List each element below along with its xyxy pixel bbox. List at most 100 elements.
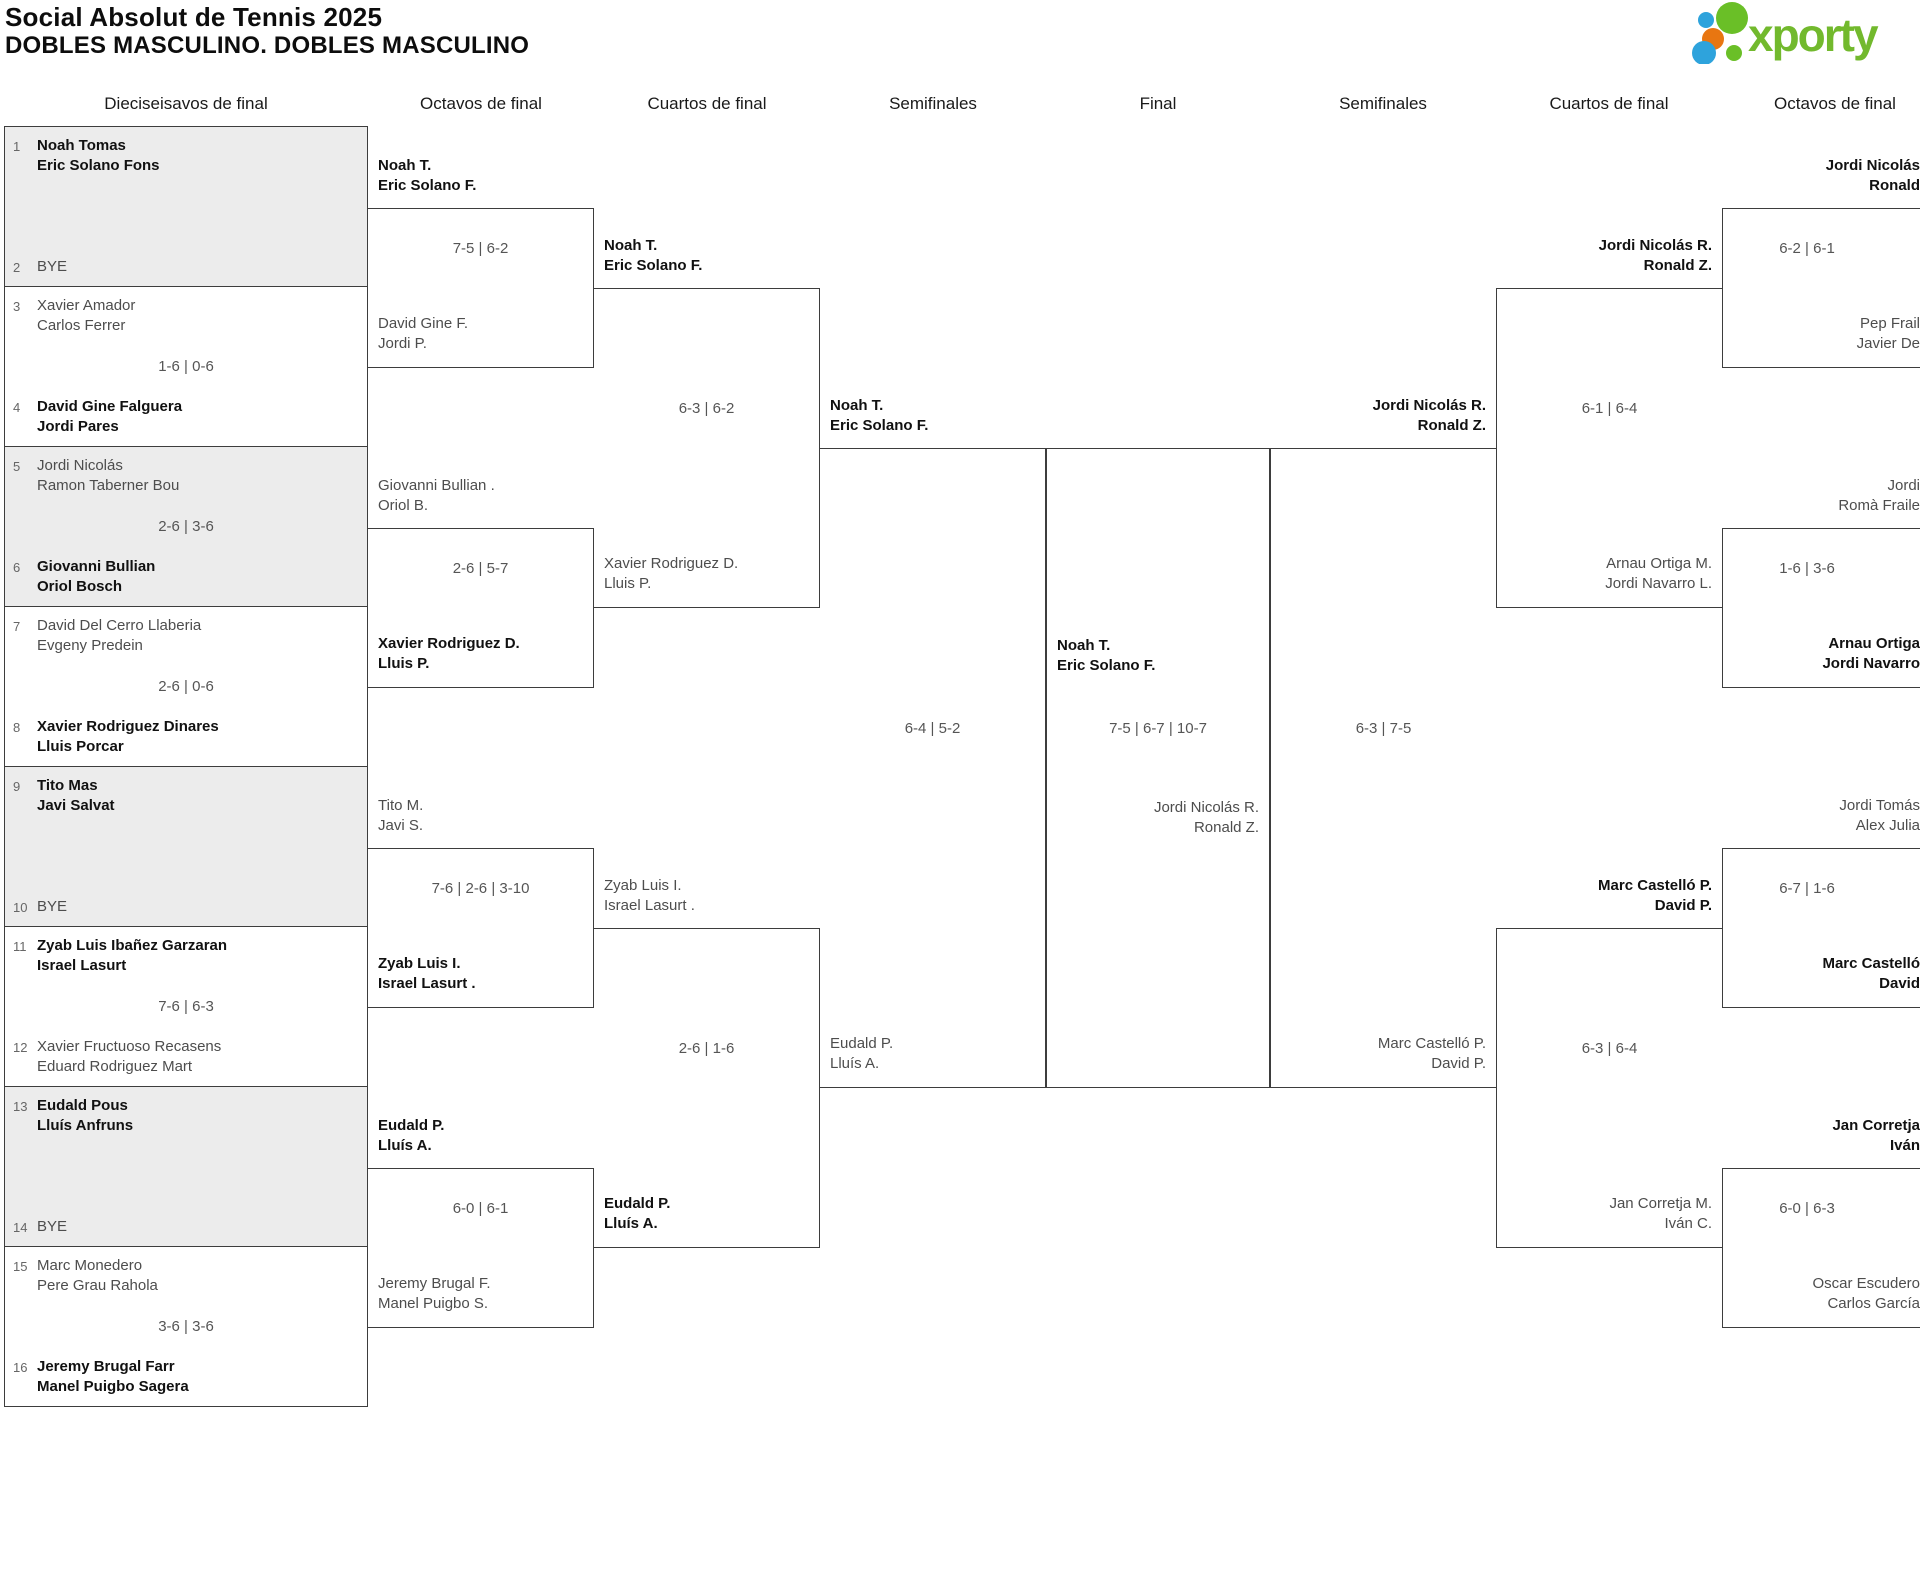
team-label: Marc Castelló P. David P.: [1598, 877, 1712, 914]
team-label: Xavier Rodriguez D. Lluis P.: [604, 555, 739, 592]
seed-number: 10: [13, 900, 28, 915]
round-header-octavos-right: Octavos de final: [1774, 94, 1896, 113]
match-score: 7-6 | 2-6 | 3-10: [431, 880, 530, 897]
seed-number: 7: [13, 619, 21, 634]
team-label: Jordi Nicolás Ronald: [1825, 157, 1920, 194]
team-label: Tito M. Javi S.: [378, 797, 424, 834]
match-octavos-left-3: Tito M. Javi S. 7-6 | 2-6 | 3-10 Zyab Lu…: [368, 797, 594, 1008]
team-name: BYE: [37, 258, 68, 275]
match-score: 2-6 | 0-6: [158, 677, 214, 695]
match-score: 6-0 | 6-1: [452, 1200, 509, 1217]
match-octavos-right-3: Jordi Tomás Alex Julia 6-7 | 1-6 Marc Ca…: [1722, 797, 1920, 1008]
team-name: Marc Monedero Pere Grau Rahola: [37, 1257, 158, 1294]
match-octavos-left-4: Eudald P. Lluís A. 6-0 | 6-1 Jeremy Brug…: [368, 1117, 594, 1328]
match-score: 3-6 | 3-6: [158, 1317, 214, 1335]
match-r16-2: 3 Xavier Amador Carlos Ferrer 1-6 | 0-6 …: [4, 286, 368, 447]
team-row: 7 David Del Cerro Llaberia Evgeny Predei…: [13, 616, 361, 656]
match-score: 6-7 | 1-6: [1779, 880, 1835, 897]
seed-number: 14: [13, 1220, 28, 1235]
seed-number: 3: [13, 299, 21, 314]
team-label: Noah T. Eric Solano F.: [378, 157, 477, 194]
logo-dot-green-small: [1726, 45, 1742, 61]
team-name: Noah Tomas Eric Solano Fons: [37, 137, 160, 174]
round-header-octavos-left: Octavos de final: [420, 94, 542, 113]
team-label: Noah T. Eric Solano F.: [830, 397, 929, 434]
match-cuartos-right-2: Marc Castelló P. David P. 6-3 | 6-4 Jan …: [1496, 877, 1722, 1248]
team-row: 5 Jordi Nicolás Ramon Taberner Bou: [13, 456, 361, 496]
team-label: Jan Corretja Iván: [1832, 1117, 1920, 1154]
match-r16-1: 1 Noah Tomas Eric Solano Fons 2 BYE: [4, 126, 368, 287]
match-score: 1-6 | 0-6: [158, 357, 214, 375]
seed-number: 4: [13, 400, 21, 415]
page-title: Social Absolut de Tennis 2025: [5, 2, 383, 32]
final-runner-up-label: Jordi Nicolás R. Ronald Z.: [1153, 799, 1259, 836]
team-row: 14 BYE: [13, 1217, 361, 1237]
team-label: David Gine F. Jordi P.: [378, 315, 469, 352]
team-row: 10 BYE: [13, 897, 361, 917]
team-label: Eudald P. Lluís A.: [830, 1035, 894, 1072]
logo-wordmark: xporty: [1748, 9, 1879, 61]
team-name: Xavier Amador Carlos Ferrer: [37, 297, 136, 334]
team-label: Jordi Nicolás R. Ronald Z.: [1372, 397, 1486, 434]
team-label: Jan Corretja M. Iván C.: [1609, 1195, 1712, 1232]
match-r16-8: 15 Marc Monedero Pere Grau Rahola 3-6 | …: [4, 1246, 368, 1407]
seed-number: 5: [13, 459, 21, 474]
team-name: Eudald Pous Lluís Anfruns: [37, 1097, 134, 1134]
team-name: Xavier Rodriguez Dinares Lluis Porcar: [37, 718, 219, 755]
round-header-final: Final: [1139, 94, 1177, 113]
match-score: 6-3 | 6-2: [678, 400, 735, 417]
round-header-cuartos-left: Cuartos de final: [647, 94, 767, 113]
match-score: 6-4 | 5-2: [904, 720, 961, 737]
team-row: 3 Xavier Amador Carlos Ferrer: [13, 296, 361, 336]
team-name: David Gine Falguera Jordi Pares: [37, 398, 183, 435]
team-label: Arnau Ortiga M. Jordi Navarro L.: [1605, 555, 1712, 592]
team-name: Zyab Luis Ibañez Garzaran Israel Lasurt: [37, 937, 228, 974]
seed-number: 16: [13, 1360, 28, 1375]
xporty-logo-graphic: xporty: [1692, 2, 1881, 65]
match-semifinal-right: Jordi Nicolás R. Ronald Z. 6-3 | 7-5 Mar…: [1270, 397, 1496, 1088]
team-row: 16 Jeremy Brugal Farr Manel Puigbo Sager…: [13, 1357, 361, 1397]
team-row: 8 Xavier Rodriguez Dinares Lluis Porcar: [13, 717, 361, 757]
team-row: 1 Noah Tomas Eric Solano Fons: [13, 136, 361, 176]
team-label: Eudald P. Lluís A.: [378, 1117, 445, 1154]
team-label: Arnau Ortiga Jordi Navarro: [1822, 635, 1920, 672]
match-r16-5: 9 Tito Mas Javi Salvat 10 BYE: [4, 766, 368, 927]
round-header-semifinales-left: Semifinales: [889, 94, 977, 113]
final-winner-label: Noah T. Eric Solano F.: [1057, 637, 1156, 674]
team-label: Jordi Nicolás R. Ronald Z.: [1598, 237, 1712, 274]
match-octavos-right-1: Jordi Nicolás Ronald 6-2 | 6-1 Pep Frail…: [1722, 157, 1920, 368]
team-row: 9 Tito Mas Javi Salvat: [13, 776, 361, 816]
team-name: Jeremy Brugal Farr Manel Puigbo Sagera: [37, 1358, 189, 1395]
xporty-logo: xporty: [1686, 0, 1912, 65]
match-final: Noah T. Eric Solano F. 7-5 | 6-7 | 10-7 …: [1046, 448, 1270, 1088]
match-cuartos-right-1: Jordi Nicolás R. Ronald Z. 6-1 | 6-4 Arn…: [1496, 237, 1722, 608]
seed-number: 8: [13, 720, 21, 735]
match-score: 7-6 | 6-3: [158, 997, 214, 1015]
match-score: 6-2 | 6-1: [1779, 240, 1835, 257]
final-score: 7-5 | 6-7 | 10-7: [1109, 720, 1207, 737]
match-semifinal-left: Noah T. Eric Solano F. 6-4 | 5-2 Eudald …: [820, 397, 1046, 1088]
team-label: Zyab Luis I. Israel Lasurt .: [378, 955, 476, 992]
team-row: 11 Zyab Luis Ibañez Garzaran Israel Lasu…: [13, 936, 361, 976]
match-score: 6-3 | 6-4: [1581, 1040, 1638, 1057]
match-r16-4: 7 David Del Cerro Llaberia Evgeny Predei…: [4, 606, 368, 767]
seed-number: 2: [13, 260, 21, 275]
match-octavos-left-1: Noah T. Eric Solano F. 7-5 | 6-2 David G…: [368, 157, 594, 368]
match-score: 2-6 | 5-7: [452, 560, 509, 577]
match-score: 6-0 | 6-3: [1779, 1200, 1835, 1217]
page-subtitle: DOBLES MASCULINO. DOBLES MASCULINO: [5, 32, 530, 59]
team-label: Eudald P. Lluís A.: [604, 1195, 671, 1232]
team-row: 4 David Gine Falguera Jordi Pares: [13, 397, 361, 437]
match-octavos-right-2: Jordi Romà Fraile 1-6 | 3-6 Arnau Ortiga…: [1722, 477, 1920, 688]
team-label: Marc Castelló David: [1822, 955, 1920, 992]
match-score: 6-1 | 6-4: [1581, 400, 1638, 417]
team-label: Marc Castelló P. David P.: [1377, 1035, 1486, 1072]
team-row: 13 Eudald Pous Lluís Anfruns: [13, 1096, 361, 1136]
round-header-cuartos-right: Cuartos de final: [1549, 94, 1669, 113]
match-score: 1-6 | 3-6: [1779, 560, 1835, 577]
match-score: 7-5 | 6-2: [452, 240, 509, 257]
team-label: Pep Frail Javier De: [1856, 315, 1920, 352]
team-label: Xavier Rodriguez D. Lluis P.: [378, 635, 520, 672]
team-name: Xavier Fructuoso Recasens Eduard Rodrigu…: [37, 1038, 222, 1075]
